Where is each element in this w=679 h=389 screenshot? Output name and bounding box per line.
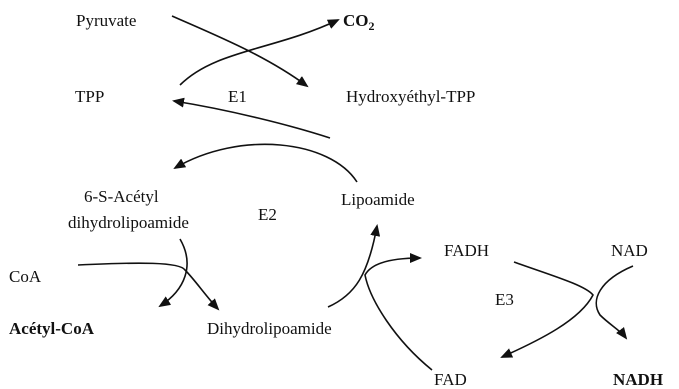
label-acetyl-coa: Acétyl-CoA: [9, 319, 95, 338]
label-nad: NAD: [611, 241, 648, 260]
arrow-fadh-to-fad: [500, 261, 594, 358]
label-dihydrolipoamide: Dihydrolipoamide: [207, 319, 332, 338]
arrow-pyruvate-to-hydroxyethyl-tpp: [171, 15, 309, 88]
label-coa: CoA: [9, 267, 42, 286]
arrow-acetyl-dihydrolipoamide-to-acetyl-coa: [158, 238, 188, 308]
arrow-lipoamide-to-acetyl-dihydrolipoamide: [173, 143, 358, 183]
arrow-acetyl-dihydrolipoamide-to-tpp: [172, 97, 331, 139]
label-co2: CO2: [343, 11, 375, 33]
arrow-dihydrolipoamide-to-lipoamide: [327, 224, 381, 308]
arrow-nad-to-nadh: [595, 265, 634, 340]
label-co2-main: CO: [343, 11, 369, 30]
label-e3: E3: [495, 290, 514, 309]
label-fadh: FADH: [444, 241, 489, 260]
label-fad: FAD: [434, 370, 467, 389]
label-pyruvate: Pyruvate: [76, 11, 136, 30]
label-tpp: TPP: [75, 87, 104, 106]
label-lipoamide: Lipoamide: [341, 190, 415, 209]
arrow-fad-to-fadh: [364, 253, 433, 371]
label-co2-subscript: 2: [369, 19, 375, 33]
label-acetyl-dihydrolipoamide-line2: dihydrolipoamide: [68, 213, 189, 232]
label-e1: E1: [228, 87, 247, 106]
label-hydroxyethyl-tpp: Hydroxyéthyl-TPP: [346, 87, 475, 106]
label-nadh: NADH: [613, 370, 663, 389]
label-acetyl-dihydrolipoamide-line1: 6-S-Acétyl: [84, 187, 159, 206]
label-e2: E2: [258, 205, 277, 224]
arrow-coa-to-dihydrolipoamide: [77, 262, 220, 311]
